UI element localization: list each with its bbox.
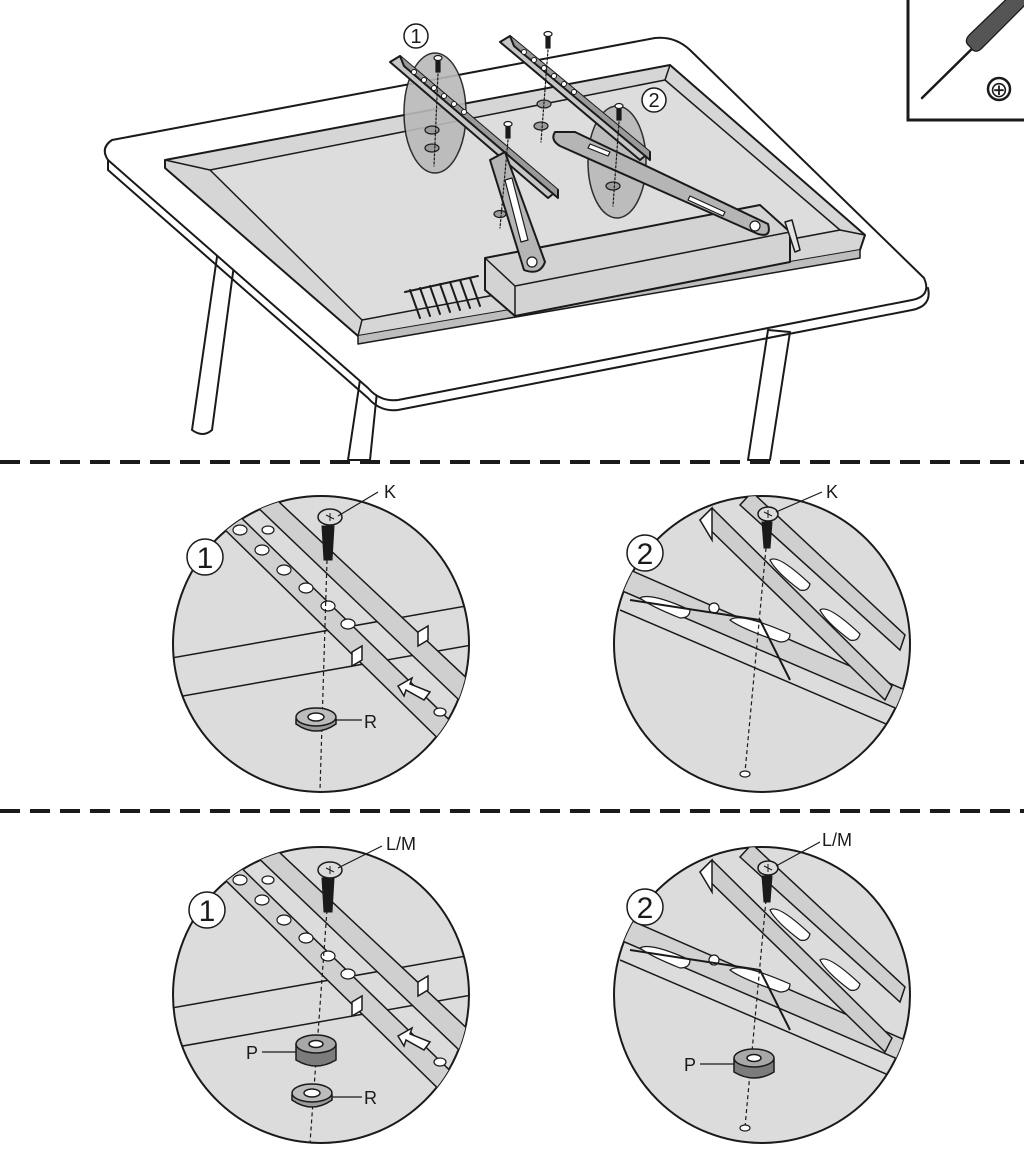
detail-number-row1-right: 2 <box>637 538 654 571</box>
label-washer-r: R <box>364 712 377 732</box>
bracket-arm-right <box>499 35 651 161</box>
arrow-icon <box>396 676 432 701</box>
screw-k <box>317 508 343 561</box>
label-screw-lm: L/M <box>822 830 852 850</box>
detail-number-row2-left: 1 <box>199 895 216 928</box>
spacer-p <box>295 1034 337 1067</box>
tool-box <box>906 0 1024 122</box>
label-screw-k: K <box>826 482 838 502</box>
bracket-leg-right <box>552 131 770 236</box>
detail-circle-row1-right <box>613 491 911 793</box>
detail-number-row1-left: 1 <box>197 542 214 575</box>
detail-circle-row2-right <box>613 841 911 1144</box>
arrow-icon <box>396 1026 432 1051</box>
detail-circle-row2-left <box>172 845 470 1144</box>
washer-r <box>295 707 337 732</box>
screw-icon <box>543 30 553 49</box>
washer-r <box>291 1083 333 1108</box>
screw-lm <box>757 860 779 903</box>
label-screw-k: K <box>384 482 396 502</box>
detail-number-row2-right: 2 <box>637 892 654 925</box>
label-spacer-p: P <box>246 1043 258 1063</box>
label-washer-r: R <box>364 1088 377 1108</box>
screw-k <box>757 506 779 549</box>
screw-icon <box>614 102 624 121</box>
spacer-p <box>733 1048 775 1079</box>
overview-callout-1-number: 1 <box>410 26 421 48</box>
bracket-arm-left <box>389 55 559 199</box>
overview-callout-2 <box>641 87 667 113</box>
detail-circle-row1-left <box>172 491 470 793</box>
screw-lm <box>317 861 343 913</box>
overview-callout-1 <box>403 23 429 49</box>
overview-callout-2-number: 2 <box>648 90 659 112</box>
screw-icon <box>503 120 513 139</box>
overview-scene <box>103 23 930 461</box>
screw-icon <box>433 54 443 73</box>
label-screw-lm: L/M <box>386 834 416 854</box>
phillips-screwdriver-icon <box>920 0 1024 100</box>
phillips-symbol: ⊕ <box>990 78 1008 103</box>
tv-vents <box>404 275 481 319</box>
label-spacer-p: P <box>684 1055 696 1075</box>
overview-screws <box>424 30 624 229</box>
